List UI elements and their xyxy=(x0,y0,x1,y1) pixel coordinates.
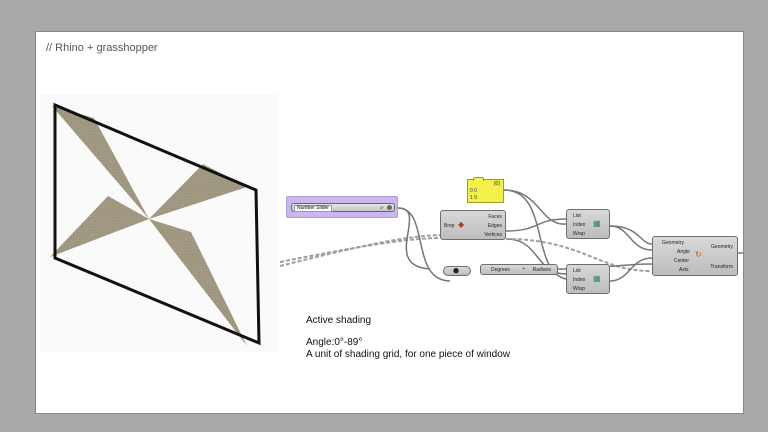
list-input-wrap: Wrap xyxy=(573,231,585,237)
list-item-icon: ▦ xyxy=(593,219,601,228)
grasshopper-canvas: Number Slider 0° {0} 0 0 1 9 Brep ◆ Face… xyxy=(280,176,743,294)
deconstruct-brep-node[interactable]: Brep ◆ Faces Edges Vertices xyxy=(440,210,506,240)
shading-panel-bottom-right xyxy=(149,219,247,346)
brep-output-edges: Edges xyxy=(487,223,502,229)
degrees-radians-node[interactable]: Degrees ◔ Radians xyxy=(480,264,558,275)
panel-path: {0} xyxy=(493,181,500,187)
panel-tab xyxy=(473,177,484,181)
number-slider[interactable]: Number Slider 0° xyxy=(291,203,395,212)
brep-icon: ◆ xyxy=(458,220,465,229)
dashed-wire-top xyxy=(280,234,441,267)
rotate-output-geometry: Geometry xyxy=(711,244,733,250)
list-item-node-1[interactable]: List Index Wrap ▦ xyxy=(566,209,610,239)
relay-node[interactable]: ⬢ xyxy=(443,266,471,276)
notes-heading: Active shading xyxy=(306,315,372,326)
shading-panel-top-right xyxy=(149,164,247,219)
notes-angle: Angle:0°-89° xyxy=(306,337,363,348)
slide-title: // Rhino + grasshopper xyxy=(46,42,158,54)
rhino-viewport xyxy=(40,94,278,352)
rotate-input-geometry: Geometry xyxy=(662,240,684,246)
rotate-axis-node[interactable]: Geometry Angle Center Axis ↻ Geometry Tr… xyxy=(652,236,738,276)
rotate-input-angle: Angle xyxy=(677,249,690,255)
window-frame xyxy=(53,102,261,346)
yellow-panel[interactable]: {0} 0 0 1 9 xyxy=(467,177,504,203)
brep-input-label: Brep xyxy=(444,223,455,229)
rotate-input-axis: Axis xyxy=(679,267,689,273)
slider-label: Number Slider xyxy=(294,205,332,212)
rotate-icon: ↻ xyxy=(695,250,702,259)
slide: // Rhino + grasshopper xyxy=(35,31,744,414)
shading-panel-bottom-left xyxy=(50,196,149,257)
list-item-icon: ▦ xyxy=(593,274,601,283)
list-input-list: List xyxy=(573,268,581,274)
radians-icon: ◔ xyxy=(521,266,526,273)
hexagon-icon: ⬢ xyxy=(453,268,460,275)
brep-output-faces: Faces xyxy=(488,214,502,220)
list-input-list: List xyxy=(573,213,581,219)
brep-output-vertices: Vertices xyxy=(484,232,502,238)
list-input-wrap: Wrap xyxy=(573,286,585,292)
slider-grip-handle[interactable] xyxy=(387,205,392,210)
list-input-index: Index xyxy=(573,222,586,228)
list-input-index: Index xyxy=(573,277,586,283)
list-item-node-2[interactable]: List Index Wrap ▦ xyxy=(566,264,610,294)
rotate-output-transform: Transform xyxy=(710,264,733,270)
rotate-input-center: Center xyxy=(674,258,690,264)
panel-row: 1 9 xyxy=(470,195,477,201)
shading-panel-top-left xyxy=(52,106,149,219)
degrees-input-label: Degrees xyxy=(491,267,510,273)
notes-block: Active shading Angle:0°-89° A unit of sh… xyxy=(306,315,510,361)
number-slider-group[interactable]: Number Slider 0° xyxy=(286,196,398,218)
slider-value: 0° xyxy=(380,205,384,210)
radians-output-label: Radians xyxy=(532,267,551,273)
notes-description: A unit of shading grid, for one piece of… xyxy=(306,349,511,360)
panel-row: 0 0 xyxy=(470,188,477,194)
dashed-wire-bottom xyxy=(280,237,441,263)
